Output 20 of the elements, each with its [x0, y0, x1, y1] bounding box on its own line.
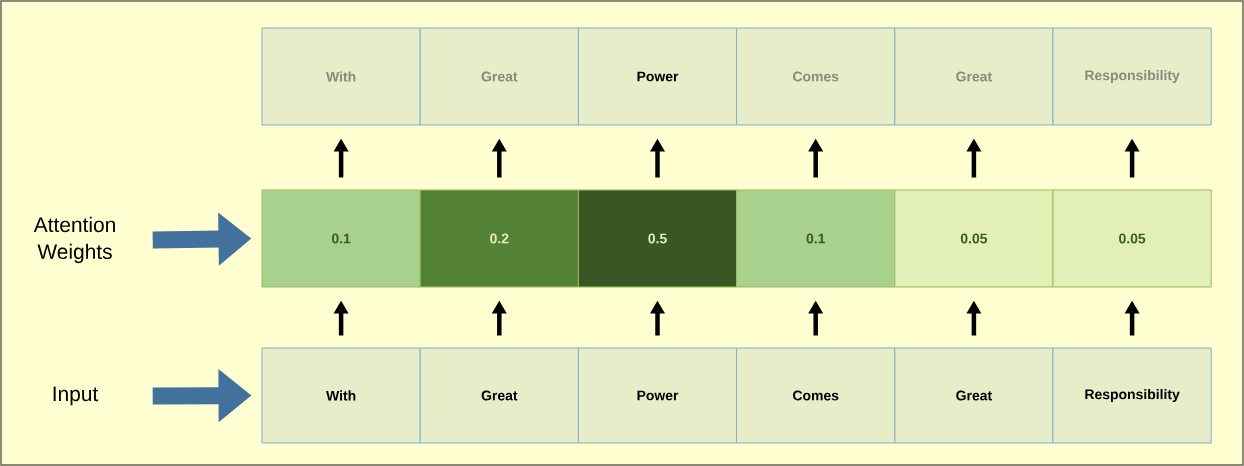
word-cell: With	[261, 347, 421, 444]
word-cell: Comes	[736, 347, 896, 444]
weight-cell: 0.5	[577, 189, 738, 288]
word-cell: With	[261, 27, 421, 126]
word-cell: Power	[577, 27, 738, 126]
weight-cell: 0.1	[261, 189, 421, 288]
weight-cell: 0.05	[894, 189, 1054, 288]
word-cell: Power	[577, 347, 738, 444]
side-label: Input	[53, 386, 99, 406]
weight-cell: 0.2	[419, 189, 579, 288]
weight-cell: 0.05	[1052, 189, 1212, 288]
side-label: Attention Weights	[33, 216, 115, 264]
word-cell: Responsibility	[1052, 27, 1212, 126]
word-cell: Great	[894, 27, 1054, 126]
word-cell: Comes	[736, 27, 896, 126]
word-cell: Great	[419, 27, 579, 126]
word-cell: Great	[419, 347, 579, 444]
word-cell: Responsibility	[1052, 347, 1212, 444]
word-cell: Great	[894, 347, 1054, 444]
weight-cell: 0.1	[736, 189, 896, 288]
